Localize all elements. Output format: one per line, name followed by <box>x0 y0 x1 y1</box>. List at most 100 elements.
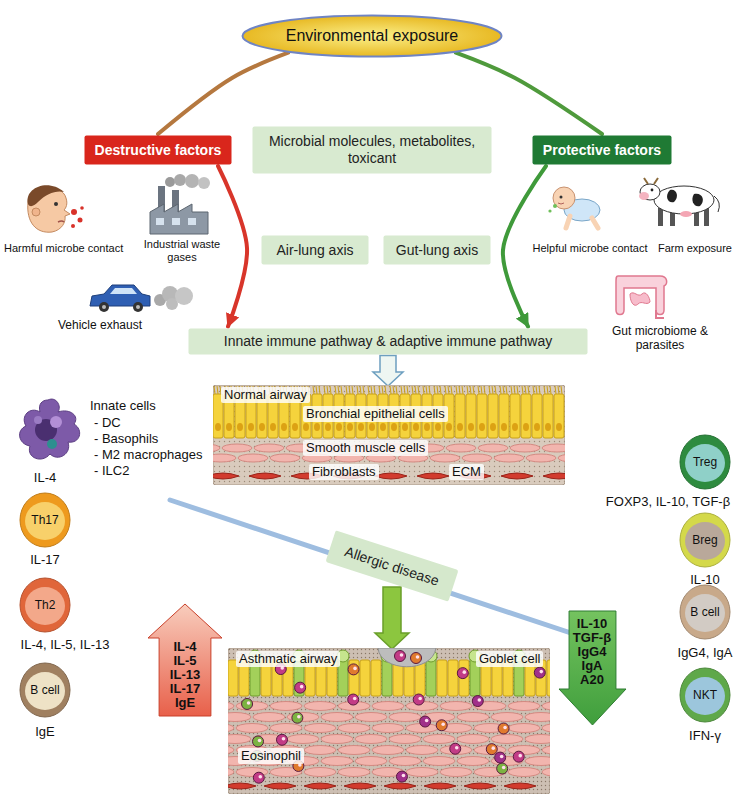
asthmatic-airway-panel-shape <box>406 746 438 755</box>
asthmatic-airway-panel-shape <box>228 702 550 777</box>
asthmatic-airway-panel-shape <box>353 697 357 701</box>
curved-connector <box>456 53 602 134</box>
asthmatic-airway-panel-shape <box>423 757 455 766</box>
cytokine-label: FOXP3, IL-10, TGF-β <box>606 494 730 510</box>
person-icon <box>71 224 75 228</box>
asthmatic-airway-panel-shape <box>297 715 301 719</box>
cow-icon <box>654 186 714 214</box>
normal-airway-panel-shape <box>434 386 435 394</box>
asthmatic-airway-panel-shape <box>508 724 540 733</box>
asthmatic-airway-panel-shape <box>338 724 370 733</box>
asthmatic-airway-panel-shape <box>518 754 522 758</box>
asthmatic-airway-panel-shape <box>491 735 523 744</box>
mediator-box-shape <box>253 127 492 174</box>
normal-airway-panel-shape <box>503 386 504 394</box>
part-label: Eosinophil <box>238 748 304 764</box>
normal-airway-panel-shape <box>382 386 383 394</box>
asthmatic-airway-panel-shape <box>384 783 416 789</box>
asthmatic-airway-panel-shape <box>542 746 550 755</box>
asthmatic-airway-panel-shape <box>396 771 407 782</box>
exposure-label: Helpful microbe contact <box>533 242 648 255</box>
asthmatic-airway-panel-shape <box>497 763 508 774</box>
baby-icon <box>553 187 575 209</box>
normal-airway-panel-shape <box>462 386 463 394</box>
normal-airway-panel-shape <box>456 386 457 394</box>
normal-airway-panel-shape <box>413 423 419 431</box>
axis-box-shape <box>384 236 491 265</box>
normal-airway-panel-shape <box>521 394 531 438</box>
asthmatic-airway-panel-shape <box>228 648 550 794</box>
normal-airway-panel-shape <box>470 386 471 394</box>
asthmatic-airway-panel-shape <box>372 746 404 755</box>
axis-box: Air-lung axis <box>261 235 369 265</box>
asthmatic-airway-panel-shape <box>228 724 234 733</box>
mediator-box: Microbial molecules, metabolites, toxica… <box>252 126 492 174</box>
node-label: IgG4 <box>578 645 607 659</box>
node-label: IL-10 <box>577 617 607 631</box>
asthmatic-airway-panel-shape <box>259 775 263 779</box>
normal-airway-panel-shape <box>429 386 430 394</box>
cell-icon-shape <box>685 677 725 715</box>
cow-icon <box>680 211 692 217</box>
person-icon <box>58 221 64 222</box>
normal-airway-panel-shape <box>391 423 397 431</box>
car-icon <box>166 298 178 310</box>
asthmatic-airway-panel-shape <box>270 702 302 711</box>
node-label: Treg <box>693 455 717 469</box>
decrease-arrow: IL-10TGF-βIgG4IgAA20 <box>559 611 626 725</box>
node-label: Th2 <box>35 598 56 612</box>
normal-airway-panel-shape <box>213 385 565 485</box>
asthmatic-airway-panel-shape <box>539 670 543 674</box>
cell-icon: NKT <box>679 667 731 723</box>
innate-cell-icon <box>20 399 80 459</box>
asthmatic-airway-panel-shape <box>321 735 353 744</box>
normal-airway-panel-shape <box>533 386 534 394</box>
person-icon <box>28 185 84 232</box>
normal-airway-panel-shape <box>506 386 507 394</box>
asthmatic-airway-panel-shape <box>264 783 296 789</box>
cell-list-heading: Innate cells <box>90 398 156 414</box>
normal-airway-panel-shape <box>492 386 493 394</box>
part-label: Bronchial epithelial cells <box>303 406 448 422</box>
normal-airway-panel-shape <box>215 423 221 431</box>
cell-icon-shape <box>25 672 65 710</box>
normal-airway-panel-shape <box>459 386 460 394</box>
normal-airway-panel-shape <box>468 423 474 431</box>
exposure-label: Farm exposure <box>658 242 732 255</box>
asthmatic-airway-panel-shape <box>534 667 545 678</box>
asthmatic-airway-panel-shape <box>455 746 459 750</box>
asthmatic-airway-panel-shape <box>287 735 319 744</box>
node-label: IgE <box>175 696 195 710</box>
car-icon <box>90 285 150 306</box>
normal-airway-panel-shape <box>213 386 564 438</box>
cell-icon: B cell <box>679 584 731 640</box>
asthmatic-airway-panel-shape <box>457 668 468 679</box>
asthmatic-airway-panel-shape <box>486 744 497 755</box>
asthmatic-airway-panel-shape <box>450 743 461 754</box>
normal-airway-panel-shape <box>402 423 408 431</box>
cow-icon <box>714 196 719 212</box>
axis-box: Gut-lung axis <box>383 235 491 265</box>
cytokine-label: IL-17 <box>30 552 60 568</box>
normal-airway-panel-shape <box>335 386 336 394</box>
asthmatic-airway-panel-shape <box>457 735 489 744</box>
normal-airway-panel-shape <box>338 386 339 394</box>
node-label: Destructive factors <box>95 142 222 158</box>
node-label: Protective factors <box>543 142 661 158</box>
normal-airway-panel-shape <box>512 423 518 431</box>
asthmatic-airway-panel-shape <box>463 670 467 674</box>
intestine-icon <box>656 310 664 318</box>
normal-airway-panel-shape <box>556 423 562 431</box>
normal-airway-panel-shape <box>510 444 540 452</box>
cell-icon-shape <box>680 513 730 567</box>
person-icon <box>80 206 84 210</box>
asthmatic-airway-panel-shape <box>525 757 550 766</box>
normal-airway-panel-shape <box>466 394 476 438</box>
normal-airway-panel-shape <box>448 386 449 394</box>
normal-airway-panel-shape <box>522 386 523 394</box>
factor-box: Protective factors <box>532 135 672 165</box>
cow-icon <box>651 189 654 192</box>
cell-icon-shape <box>685 522 725 560</box>
asthmatic-airway-panel-shape <box>348 664 359 675</box>
normal-airway-panel-shape <box>489 386 490 394</box>
